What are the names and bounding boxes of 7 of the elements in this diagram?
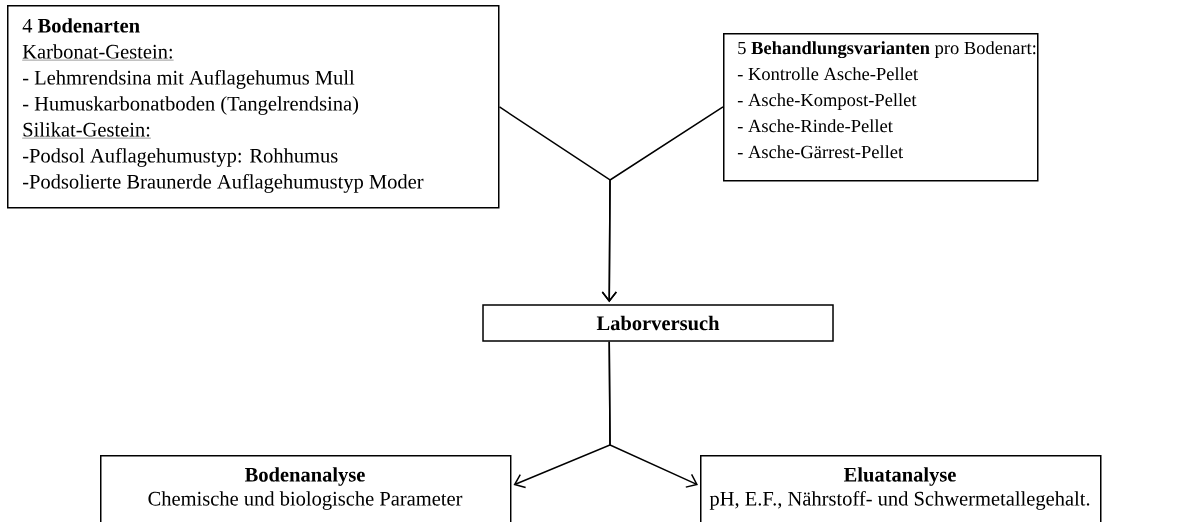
text-box: 5 Behandlungsvarianten pro Bodenart: - Kontrolle Asche-Pellet - Asche-Kompost-Pellet - Asche-Rinde-Pellet - Asche-Gärrest-Pellet xyxy=(723,33,1039,182)
text-box: 4 Bodenarten Karbonat-Gestein: - Lehmrendsina mit Auflagehumus Mull - Humuskarbonatboden (Tangelrendsina) Silikat-Gestein: -Podsol Auflagehumustyp: Rohhumus -Podsolierte Braunerde Auflagehumustyp Moder xyxy=(7,5,500,209)
result-box: Eluatanalyse pH, E.F., Nährstoff- und Schwermetallegehalt. xyxy=(700,455,1102,522)
result-box: Bodenanalyse Chemische und biologische Parameter xyxy=(100,455,512,522)
process-box: Laborversuch xyxy=(482,304,834,342)
arrow xyxy=(608,341,698,488)
arrow xyxy=(601,106,724,303)
